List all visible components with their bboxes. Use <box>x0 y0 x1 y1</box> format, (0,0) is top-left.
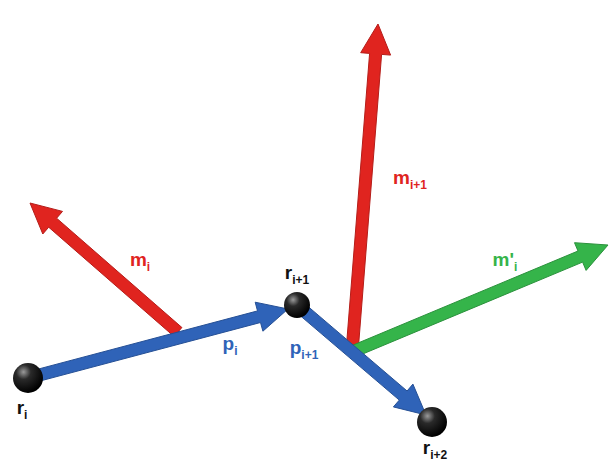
bond-vector <box>293 300 426 415</box>
moment-vector <box>350 243 608 358</box>
vector-label: m'i <box>493 250 518 273</box>
position-label: ri+1 <box>285 263 309 286</box>
atom-sphere <box>417 407 447 437</box>
atom-sphere <box>284 292 310 318</box>
vector-label: pi+1 <box>290 338 319 361</box>
vector-label: mi <box>130 250 150 273</box>
moment-vector <box>346 24 391 353</box>
position-label: ri <box>17 398 28 421</box>
atom-sphere <box>13 363 43 393</box>
bond-vector <box>27 302 289 384</box>
moment-vector <box>30 203 182 337</box>
vector-label: pi <box>223 334 238 357</box>
position-label: ri+2 <box>423 438 447 461</box>
vector-label: mi+1 <box>393 168 427 191</box>
